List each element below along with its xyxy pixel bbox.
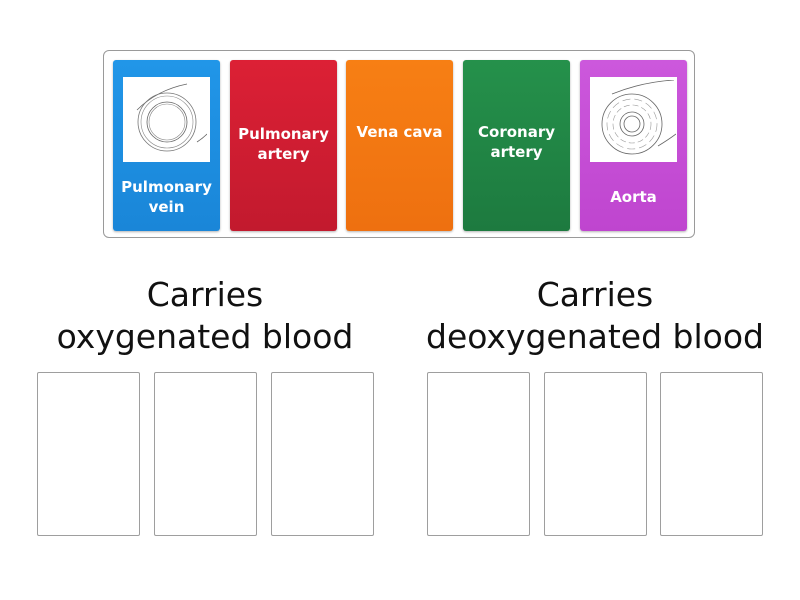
drop-slot-deoxygenated-1[interactable]: [427, 372, 530, 536]
card-pulmonary-vein[interactable]: Pulmonary vein: [113, 60, 220, 231]
drop-slot-oxygenated-2[interactable]: [154, 372, 257, 536]
drop-slot-deoxygenated-2[interactable]: [544, 372, 647, 536]
vein-cross-section-image: [123, 77, 210, 162]
card-label: Pulmonary artery: [238, 125, 329, 163]
card-pulmonary-artery[interactable]: Pulmonary artery: [230, 60, 337, 231]
drop-slot-oxygenated-1[interactable]: [37, 372, 140, 536]
heading-line: Carries: [146, 275, 264, 314]
drop-slot-oxygenated-3[interactable]: [271, 372, 374, 536]
card-aorta[interactable]: Aorta: [580, 60, 687, 231]
drop-slot-deoxygenated-3[interactable]: [660, 372, 763, 536]
card-label: Vena cava: [356, 123, 443, 141]
card-vena-cava[interactable]: Vena cava: [346, 60, 453, 231]
card-label: Pulmonary vein: [121, 177, 212, 216]
card-label: Aorta: [610, 187, 657, 206]
aorta-cross-section-image: [590, 77, 677, 162]
group-heading-oxygenated: Carries oxygenated blood: [20, 274, 390, 358]
heading-line: Carries: [536, 275, 654, 314]
card-label: Coronary artery: [478, 123, 555, 161]
heading-line: deoxygenated blood: [426, 317, 764, 356]
heading-line: oxygenated blood: [56, 317, 354, 356]
group-heading-deoxygenated: Carries deoxygenated blood: [410, 274, 780, 358]
card-coronary-artery[interactable]: Coronary artery: [463, 60, 570, 231]
